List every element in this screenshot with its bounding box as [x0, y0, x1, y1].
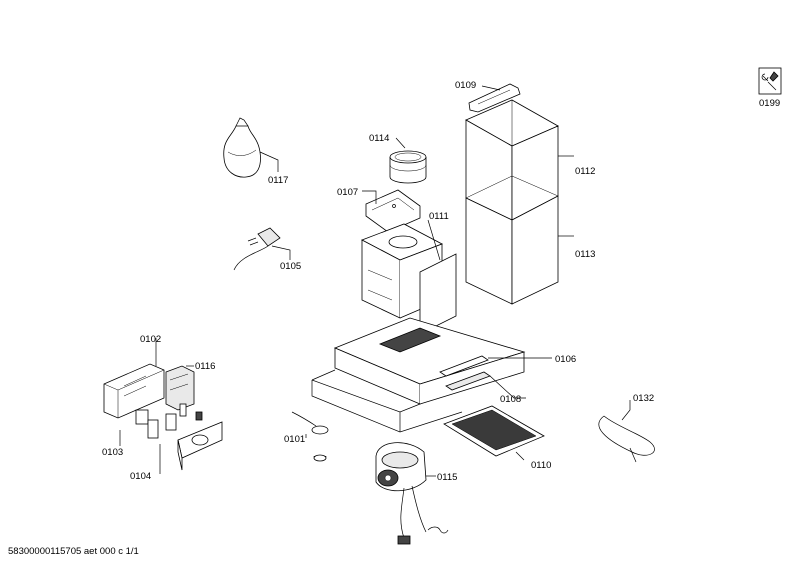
- label-0117: 0117: [268, 175, 288, 186]
- part-0112-upper-chimney[interactable]: [465, 99, 559, 221]
- document-footer: 58300000115705 aet 000 c 1/1: [8, 546, 139, 557]
- part-0117-bag[interactable]: [223, 117, 261, 178]
- part-0113-lower-chimney[interactable]: [465, 175, 559, 305]
- part-0101-lamp-assembly[interactable]: [291, 411, 329, 462]
- part-0106-filter-rail[interactable]: [439, 355, 489, 377]
- label-0106: 0106: [555, 354, 576, 365]
- part-0107-mount-bracket[interactable]: [365, 189, 421, 233]
- label-0116: 0116: [195, 361, 215, 372]
- label-0113: 0113: [575, 249, 595, 260]
- part-0103-switch-components[interactable]: [135, 403, 203, 439]
- part-0116-circuit-board[interactable]: [165, 365, 195, 411]
- label-0111: 0111: [429, 211, 449, 222]
- part-0114-duct-ring[interactable]: [389, 150, 427, 184]
- label-0107: 0107: [337, 187, 358, 198]
- part-0102-control-housing[interactable]: [103, 363, 165, 419]
- label-0115: 0115: [437, 472, 457, 483]
- tools-icon[interactable]: [758, 67, 782, 95]
- label-0132: 0132: [633, 393, 654, 404]
- part-0104-control-panel[interactable]: [177, 421, 223, 471]
- label-0109: 0109: [455, 80, 476, 91]
- part-0111-inner-frame[interactable]: [361, 223, 457, 335]
- part-0109-chimney-bracket[interactable]: [468, 83, 521, 113]
- label-0105: 0105: [280, 261, 301, 272]
- label-0102: 0102: [140, 334, 161, 345]
- part-0115-fan-motor[interactable]: [375, 442, 449, 545]
- label-0103: 0103: [102, 447, 123, 458]
- label-0101: 0101: [284, 434, 305, 445]
- label-0110: 0110: [531, 460, 551, 471]
- label-0108: 0108: [500, 394, 521, 405]
- label-0199: 0199: [759, 98, 780, 109]
- part-0110-grease-filter[interactable]: [443, 405, 545, 457]
- part-0105-power-cord[interactable]: [233, 227, 281, 271]
- label-0104: 0104: [130, 471, 151, 482]
- hood-canopy: [311, 317, 526, 433]
- label-0114: 0114: [369, 133, 389, 144]
- label-0112: 0112: [575, 166, 595, 177]
- part-0132-cable[interactable]: [598, 415, 655, 463]
